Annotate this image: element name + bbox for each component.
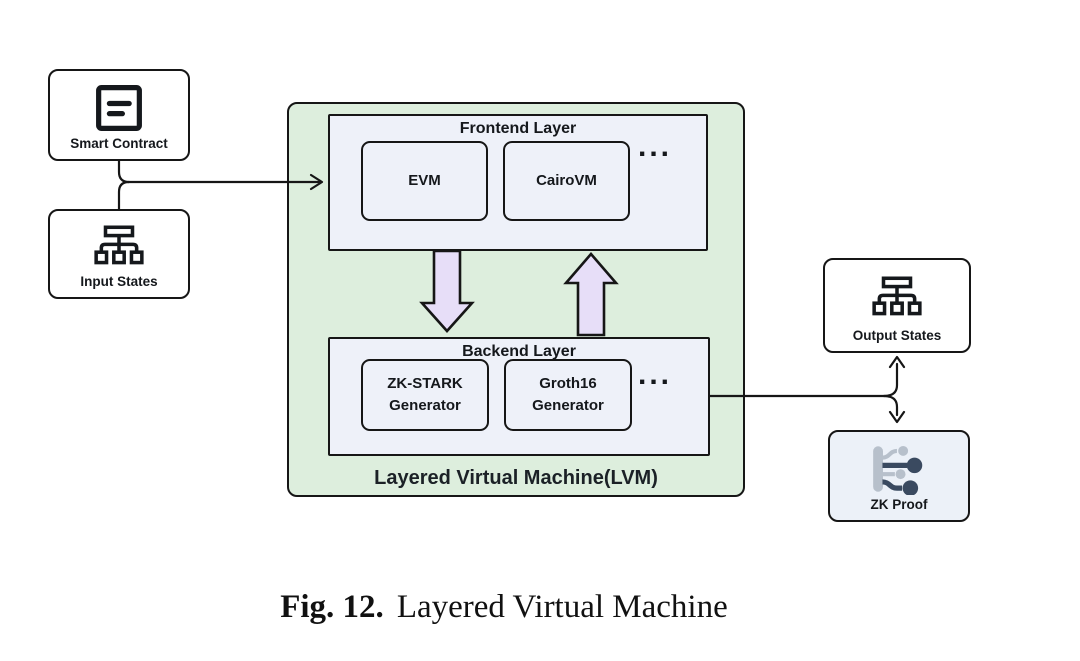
input-states-label: Input States (80, 274, 158, 290)
sitemap-tree-icon (54, 218, 184, 275)
sitemap-tree-icon (829, 267, 965, 329)
smart-contract-label: Smart Contract (70, 136, 168, 152)
circuit-branch-icon (834, 439, 964, 498)
zk-stark-generator-box: ZK-STARK Generator (361, 359, 489, 431)
backend-ellipsis: ... (638, 358, 673, 391)
contract-document-icon (54, 78, 184, 137)
zk-proof-node: ZK Proof (828, 430, 970, 522)
figure-caption: Fig. 12. Layered Virtual Machine (0, 589, 1008, 626)
figure-number: Fig. 12. (280, 589, 384, 625)
frontend-layer-box: Frontend Layer EVM CairoVM ... (328, 114, 708, 251)
cairovm-box: CairoVM (503, 141, 630, 221)
evm-box: EVM (361, 141, 488, 221)
frontend-layer-title: Frontend Layer (459, 120, 577, 137)
frontend-ellipsis: ... (638, 130, 673, 163)
figure-title: Layered Virtual Machine (396, 589, 728, 625)
smart-contract-node: Smart Contract (48, 69, 190, 161)
input-states-node: Input States (48, 209, 190, 299)
backend-layer-title: Backend Layer (462, 343, 576, 360)
output-states-label: Output States (852, 328, 942, 344)
zk-proof-label: ZK Proof (870, 497, 928, 513)
groth16-generator-box: Groth16 Generator (504, 359, 632, 431)
output-states-node: Output States (823, 258, 971, 353)
lvm-container: Frontend Layer EVM CairoVM ... Backend L… (287, 102, 745, 497)
lvm-title: Layered Virtual Machine(LVM) (374, 467, 658, 489)
backend-layer-box: Backend Layer ZK-STARK Generator Groth16… (328, 337, 710, 456)
